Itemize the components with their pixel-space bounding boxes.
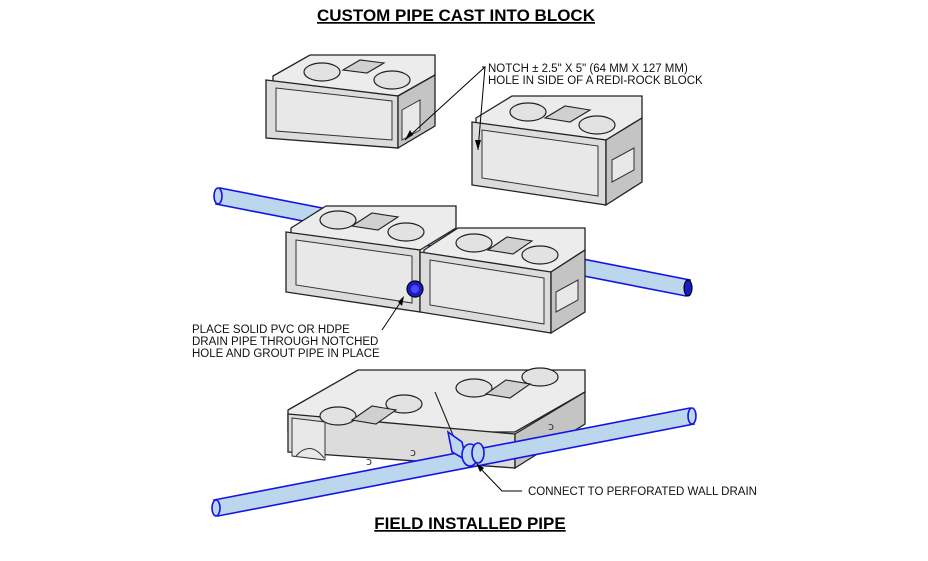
- block-notched-left: [265, 54, 436, 150]
- svg-text:ɔ: ɔ: [410, 446, 416, 459]
- note-notch-line2: HOLE IN SIDE OF A REDI-ROCK BLOCK: [488, 75, 703, 87]
- callout-pipe-placement: PLACE SOLID PVC OR HDPE DRAIN PIPE THROU…: [192, 296, 404, 360]
- svg-text:ɔ: ɔ: [548, 420, 554, 433]
- block-notched-right: [471, 95, 643, 207]
- perforated-wall-drain-pipe: [211, 407, 697, 517]
- block-knob: [303, 62, 341, 82]
- note-connect: CONNECT TO PERFORATED WALL DRAIN: [528, 486, 757, 498]
- title-field-installed: FIELD INSTALLED PIPE: [374, 514, 565, 533]
- block-knob: [387, 222, 425, 242]
- block-pair-with-pipe: [285, 205, 586, 335]
- block-knob: [319, 210, 357, 230]
- note-pipe-line3: HOLE AND GROUT PIPE IN PLACE: [192, 348, 380, 360]
- svg-text:ɔ: ɔ: [366, 455, 372, 468]
- block-knob: [373, 70, 411, 90]
- block-knob: [521, 367, 559, 387]
- note-pipe-line2: DRAIN PIPE THROUGH NOTCHED: [192, 336, 378, 348]
- block-knob: [455, 378, 493, 398]
- note-pipe-line1: PLACE SOLID PVC OR HDPE: [192, 324, 350, 336]
- block-knob: [509, 102, 547, 122]
- callout-notch: NOTCH ± 2.5" X 5" (64 MM X 127 MM) HOLE …: [404, 63, 703, 151]
- block-knob: [455, 233, 493, 253]
- block-knob: [521, 245, 559, 265]
- block-knob: [319, 406, 357, 426]
- block-knob: [578, 115, 616, 135]
- callout-connect: CONNECT TO PERFORATED WALL DRAIN: [476, 463, 757, 498]
- title-custom-pipe: CUSTOM PIPE CAST INTO BLOCK: [317, 6, 596, 25]
- block-knob: [385, 394, 423, 414]
- note-notch-line1: NOTCH ± 2.5" X 5" (64 MM X 127 MM): [488, 63, 688, 75]
